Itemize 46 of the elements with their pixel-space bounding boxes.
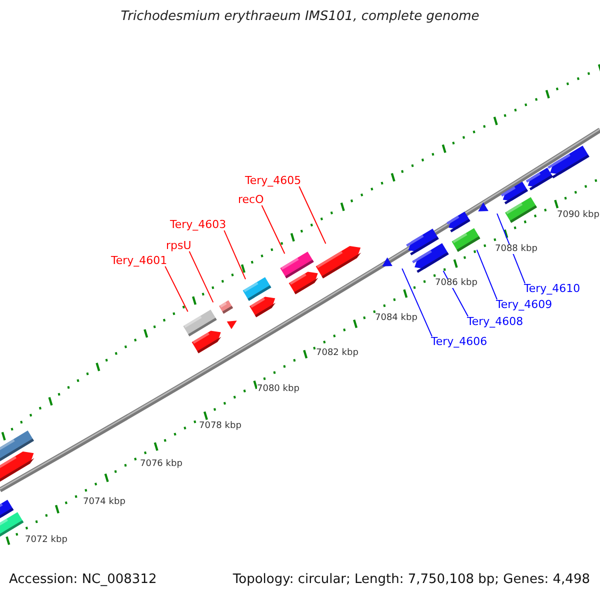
gene-label: Tery_4606 bbox=[431, 336, 488, 348]
accession-text: Accession: NC_008312 bbox=[9, 573, 157, 586]
gene-feature bbox=[192, 330, 222, 354]
scale-label: 7074 kbp bbox=[83, 498, 126, 507]
scale-label: 7082 kbp bbox=[316, 348, 358, 358]
gene-feature bbox=[250, 296, 276, 318]
leader-line bbox=[476, 249, 498, 300]
scale-label: 7086 kbp bbox=[435, 278, 478, 288]
scale-label: 7078 kbp bbox=[199, 422, 242, 431]
gene-marker bbox=[226, 320, 237, 330]
gene-bar bbox=[218, 300, 234, 314]
gene-feature bbox=[548, 146, 590, 178]
gene-feature bbox=[288, 272, 318, 294]
gene-feature bbox=[500, 182, 528, 204]
scale-label: 7072 kbp bbox=[25, 536, 68, 545]
leader-line bbox=[402, 268, 432, 337]
gene-feature bbox=[406, 228, 439, 256]
gene-label: rpsU bbox=[166, 240, 192, 252]
genome-info-text: Topology: circular; Length: 7,750,108 bp; Genes: 4,498 bbox=[232, 573, 590, 586]
scale-label: 7076 kbp bbox=[140, 460, 182, 469]
scale-label: 7090 kbp bbox=[557, 210, 600, 220]
gene-feature bbox=[526, 168, 553, 190]
gene-label: recO bbox=[238, 194, 264, 206]
gene-label: Tery_4603 bbox=[170, 219, 226, 230]
gene-feature bbox=[0, 451, 34, 483]
gene-label: Tery_4609 bbox=[496, 299, 552, 310]
gene-feature bbox=[316, 246, 362, 278]
leader-line bbox=[164, 266, 188, 312]
gene-label: Tery_4601 bbox=[111, 255, 168, 266]
gene-label: Tery_4608 bbox=[467, 316, 524, 328]
gene-marker bbox=[478, 202, 488, 212]
gene-label: Tery_4605 bbox=[245, 175, 302, 186]
leader-line bbox=[188, 250, 214, 303]
leader-line bbox=[224, 230, 246, 280]
leader-line bbox=[298, 186, 326, 244]
gene-feature bbox=[446, 212, 470, 232]
gene-label: Tery_4610 bbox=[524, 283, 580, 294]
scale-label: 7080 kbp bbox=[257, 384, 300, 394]
gene-bar bbox=[452, 228, 480, 252]
scale-label: 7084 kbp bbox=[375, 314, 418, 323]
leader-line bbox=[261, 204, 286, 254]
gene-bar bbox=[242, 277, 272, 301]
gene-marker bbox=[382, 257, 392, 266]
diagram-title: Trichodesmium erythraeum IMS101, complete genome bbox=[120, 10, 480, 24]
leader-line bbox=[496, 213, 526, 284]
scale-label: 7088 kbp bbox=[495, 244, 538, 254]
